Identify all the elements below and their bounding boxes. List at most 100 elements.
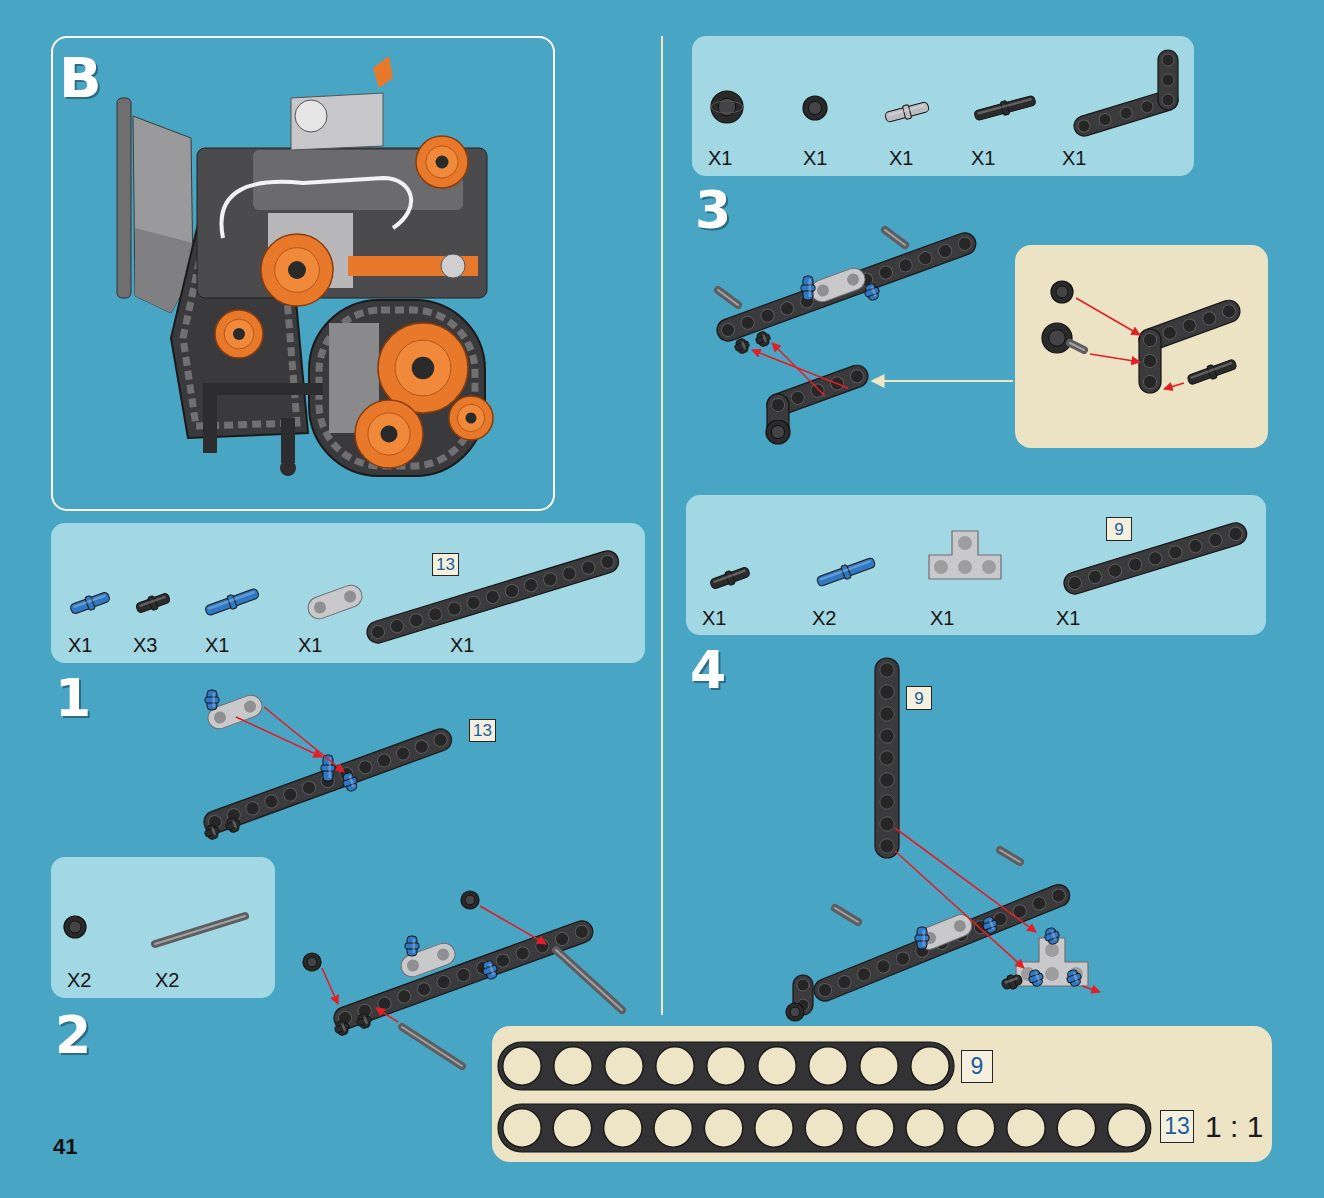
pin-body	[884, 101, 929, 122]
beam-hole	[720, 322, 737, 339]
beam	[1061, 520, 1249, 597]
beam-hole	[465, 595, 481, 611]
bush	[1042, 323, 1072, 353]
beam-hole	[805, 1109, 843, 1147]
pin	[801, 276, 815, 300]
pin-body	[1187, 359, 1237, 385]
wheel-rim	[275, 248, 320, 293]
beam-hole	[514, 945, 531, 962]
emblem	[441, 254, 465, 278]
pin-shine	[1051, 930, 1057, 940]
beam-body	[498, 1104, 1151, 1152]
assembly-arrow	[772, 343, 825, 396]
axle-shine	[1070, 343, 1084, 350]
beam-hole	[396, 988, 413, 1005]
axle	[835, 908, 858, 922]
section-frame: B	[51, 36, 555, 511]
connector-body	[808, 265, 868, 305]
axle	[718, 290, 738, 305]
quantity-label: X1	[702, 608, 726, 628]
pin	[480, 959, 499, 981]
pin-collar	[1044, 931, 1059, 941]
pin-body	[482, 960, 498, 980]
quantity-label: X1	[930, 608, 954, 628]
wheel-rim	[395, 340, 451, 396]
step-number: 1	[55, 672, 91, 724]
pin-shine	[923, 930, 926, 946]
quantity-label: X2	[67, 970, 91, 990]
beam-hole	[503, 1047, 541, 1085]
track	[309, 300, 485, 476]
pin	[1027, 968, 1046, 988]
pin	[815, 555, 876, 589]
assembly-arrow	[322, 968, 338, 1004]
pin-body	[226, 817, 240, 834]
foot	[280, 460, 296, 476]
assembly-arrow	[1164, 383, 1184, 389]
pin	[135, 591, 172, 616]
pin-shine	[1190, 362, 1232, 379]
beam-hole	[758, 1047, 796, 1085]
beam-hole	[534, 938, 551, 955]
pin-shine	[888, 104, 925, 116]
wheel-rim	[426, 146, 458, 178]
beam-hole	[1107, 562, 1123, 578]
connector	[305, 582, 365, 622]
assembly-arrow	[264, 707, 344, 772]
beam-hole	[1057, 1109, 1095, 1147]
pin-shine	[1073, 972, 1079, 982]
pin-collar	[334, 1023, 349, 1033]
connector-hole	[845, 272, 860, 287]
pin-body	[1067, 969, 1082, 987]
wheel-hub	[466, 413, 477, 424]
beam-hole	[880, 817, 894, 831]
beam-hole	[1143, 333, 1156, 346]
beam-hole	[797, 979, 809, 991]
pin	[1065, 968, 1084, 988]
pin-collar	[982, 920, 997, 930]
pin-shine	[211, 827, 216, 835]
beam	[764, 362, 871, 419]
beam-hole	[707, 1047, 745, 1085]
beam-hole	[1227, 526, 1243, 542]
beam-hole	[816, 981, 833, 998]
cable	[221, 178, 411, 238]
pin-collar	[801, 285, 815, 291]
pin-collar	[204, 827, 219, 837]
beam-hole	[1162, 94, 1174, 106]
t-piece	[929, 531, 1001, 579]
beam-body	[1072, 88, 1181, 139]
beam-hole	[1187, 538, 1203, 554]
pin-body	[357, 1013, 371, 1030]
connector-hole	[435, 947, 450, 962]
quantity-label: X1	[68, 635, 92, 655]
pin	[205, 690, 219, 710]
wheel-hub	[436, 156, 449, 169]
beam-hole	[880, 795, 894, 809]
beam-hole	[1108, 1109, 1146, 1147]
quantity-label: X3	[133, 635, 157, 655]
beam-body	[1136, 297, 1243, 354]
t-piece-hole	[982, 560, 996, 574]
beam-hole	[244, 800, 261, 817]
pin-shine	[348, 775, 354, 787]
beam-body	[364, 548, 621, 646]
parts-panel: X1X2X1X19	[686, 495, 1266, 635]
beam-hole	[1127, 556, 1143, 572]
connector	[915, 911, 975, 952]
axle-shine	[835, 908, 858, 922]
beam-hole	[1167, 544, 1183, 560]
connector-hole	[312, 600, 327, 615]
pin-shine	[139, 595, 166, 607]
beam-body	[498, 1042, 954, 1090]
pin-body	[735, 338, 749, 355]
pin	[754, 330, 772, 348]
pin	[915, 927, 929, 949]
bush	[766, 420, 790, 444]
pin	[333, 1019, 351, 1037]
beam-hole	[654, 1109, 692, 1147]
quantity-label: X1	[1056, 608, 1080, 628]
pin-body	[342, 772, 358, 792]
beam-hole	[956, 1109, 994, 1147]
pin-collar	[864, 287, 879, 297]
